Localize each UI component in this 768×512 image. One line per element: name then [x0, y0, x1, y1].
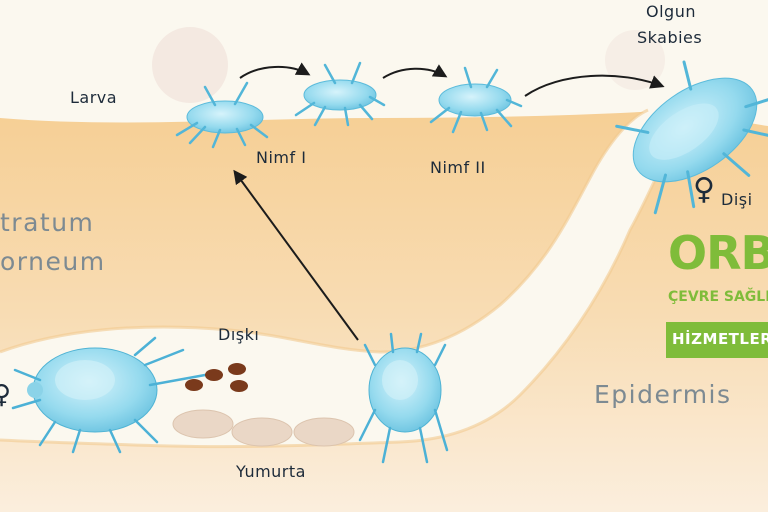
- nymph-2-label: Nimf II: [430, 158, 486, 177]
- logo-badge-text: HİZMETLER: [672, 330, 768, 348]
- feces-label: Dışkı: [218, 325, 260, 344]
- adult-label-line2: Skabies: [637, 28, 703, 47]
- logo-name: ORBİS: [668, 226, 768, 280]
- arrow-nymph1-to-nymph2: [382, 64, 448, 79]
- arrow-larva-to-nymph1: [239, 62, 311, 79]
- female-label: Dişi: [721, 190, 753, 209]
- female-mite-in-burrow-icon: [11, 336, 207, 454]
- eggs-label: Yumurta: [236, 462, 306, 481]
- female-symbol-left-icon: ♀: [0, 380, 12, 410]
- arrow-egg-to-larva: [233, 169, 359, 341]
- nymph-1-label: Nimf I: [256, 148, 307, 167]
- stratum-label-line2: orneum: [0, 247, 106, 276]
- egg-laying-mite-icon: [358, 332, 449, 464]
- larva-label: Larva: [70, 88, 118, 107]
- adult-label-line1: Olgun: [646, 2, 696, 21]
- nymph-1-mite-icon: [294, 61, 386, 127]
- epidermis-label: Epidermis: [594, 380, 732, 409]
- logo-subtitle: ÇEVRE SAĞLI: [668, 289, 768, 305]
- logo-badge: HİZMETLER: [666, 322, 768, 358]
- burrow-edge-bottom: [0, 111, 694, 449]
- decorative-blob: [152, 27, 228, 103]
- arrow-nymph2-to-adult: [524, 74, 665, 97]
- nymph-2-mite-icon: [429, 66, 523, 134]
- burrow-tunnel: [0, 110, 692, 447]
- feces-pellets: [185, 363, 248, 392]
- larva-mite-icon: [175, 81, 269, 149]
- decorative-blob: [605, 30, 665, 90]
- mature-mite-icon: [615, 60, 768, 215]
- eggs: [172, 409, 355, 447]
- female-symbol-icon: ♀: [693, 172, 715, 207]
- stratum-label-line1: tratum: [0, 208, 95, 237]
